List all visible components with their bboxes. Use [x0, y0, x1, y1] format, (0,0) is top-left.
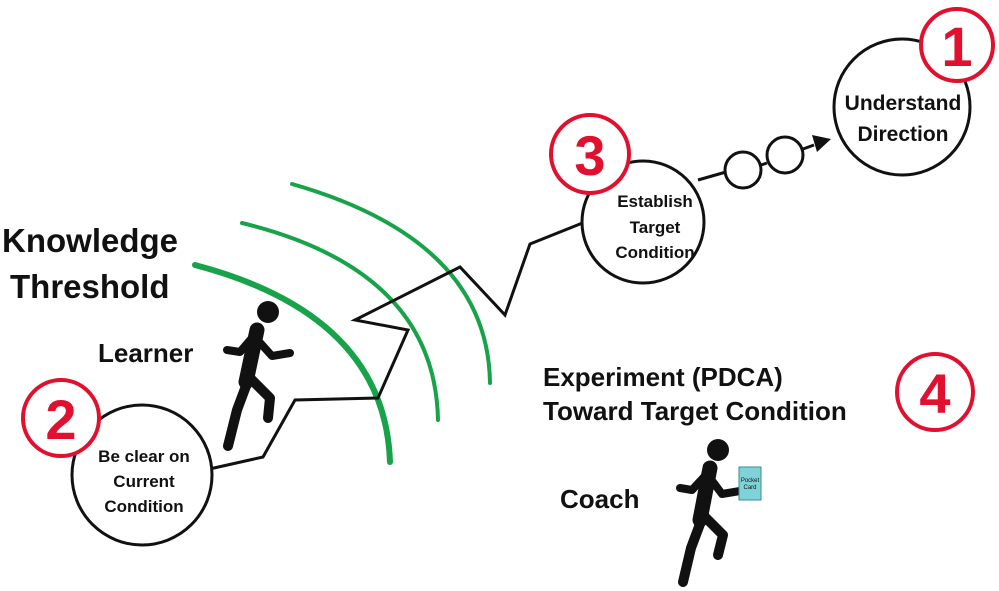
step4-text-line2: Toward Target Condition: [543, 396, 847, 426]
knowledge-threshold-arcs: [192, 182, 492, 465]
progress-path: [204, 218, 591, 472]
step4-number: 4: [919, 362, 950, 425]
step1-text-line2: Direction: [857, 123, 948, 146]
step1-text-line1: Understand: [845, 92, 962, 115]
intermediate-step-circle: [723, 150, 763, 190]
direction-connector: [697, 135, 831, 190]
pocket-card-icon: Pocket Card: [738, 466, 762, 501]
threshold-arc-inner: [192, 262, 393, 465]
step3-number: 3: [574, 124, 605, 187]
learner-label: Learner: [98, 338, 193, 368]
threshold-arc-outer: [290, 182, 492, 385]
step2-circle: [70, 403, 214, 547]
step2-text-line2: Current: [113, 472, 175, 491]
step3-circle: [580, 159, 706, 285]
step3-number-badge: [549, 113, 631, 195]
step3-text-line2: Target: [630, 218, 681, 237]
step2-number: 2: [45, 388, 76, 451]
step2-text-line1: Be clear on: [98, 447, 190, 466]
step3-text-line1: Establish: [617, 192, 693, 211]
step2-text-line3: Condition: [104, 497, 183, 516]
pocket-card-line2: Card: [743, 485, 756, 491]
pocket-card-line1: Pocket: [741, 478, 760, 484]
step1-number-badge: [919, 7, 995, 83]
step1-number: 1: [941, 15, 972, 78]
step4-text-line1: Experiment (PDCA): [543, 362, 783, 392]
coach-label: Coach: [560, 484, 639, 514]
runner-coach-icon: [676, 439, 744, 587]
step4-number-badge: [895, 352, 975, 432]
threshold-arc-middle: [240, 221, 440, 422]
threshold-label-line2: Threshold: [10, 268, 170, 305]
threshold-label-line1: Knowledge: [2, 222, 178, 259]
intermediate-step-circle: [765, 135, 805, 175]
step3-text-line3: Condition: [615, 243, 694, 262]
arrow-icon: [812, 135, 831, 152]
step2-number-badge: [21, 378, 101, 458]
runner-learner-icon: [223, 301, 294, 451]
